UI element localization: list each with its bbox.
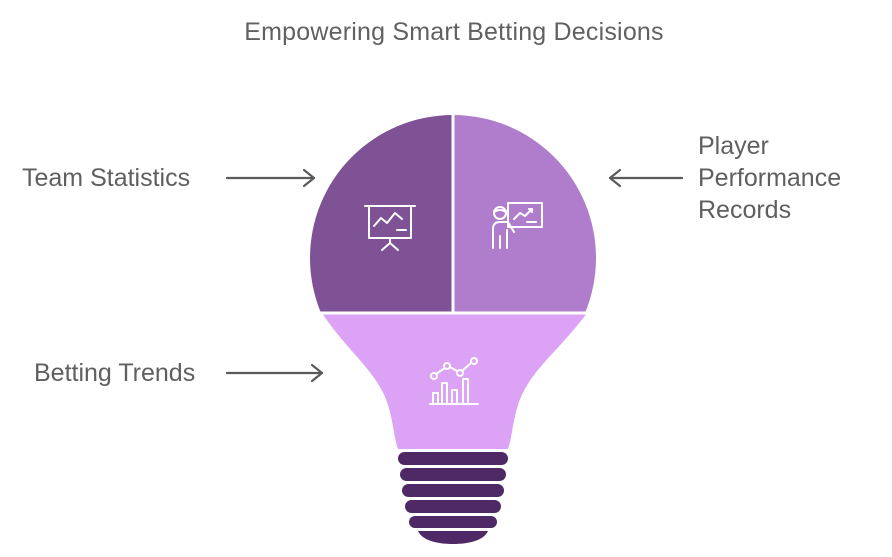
label-player-performance-records: Player Performance Records	[698, 130, 888, 226]
arrow-player-performance	[608, 168, 684, 188]
presenter-chart-icon	[492, 202, 543, 249]
label-player-line-3: Records	[698, 196, 792, 224]
label-team-statistics: Team Statistics	[22, 164, 191, 192]
label-betting-trends: Betting Trends	[34, 359, 196, 387]
arrow-betting-trends	[225, 363, 324, 383]
presentation-chart-icon	[364, 205, 416, 251]
arrow-team-statistics	[225, 168, 316, 188]
label-player-line-2: Performance	[698, 164, 842, 192]
bulb-segment-player-performance	[453, 115, 596, 313]
bulb-base	[398, 452, 508, 544]
bar-line-chart-icon	[429, 357, 479, 405]
label-player-line-1: Player	[698, 132, 769, 160]
bulb-lower-segment-betting-trends	[322, 313, 587, 449]
diagram-title: Empowering Smart Betting Decisions	[244, 18, 664, 46]
